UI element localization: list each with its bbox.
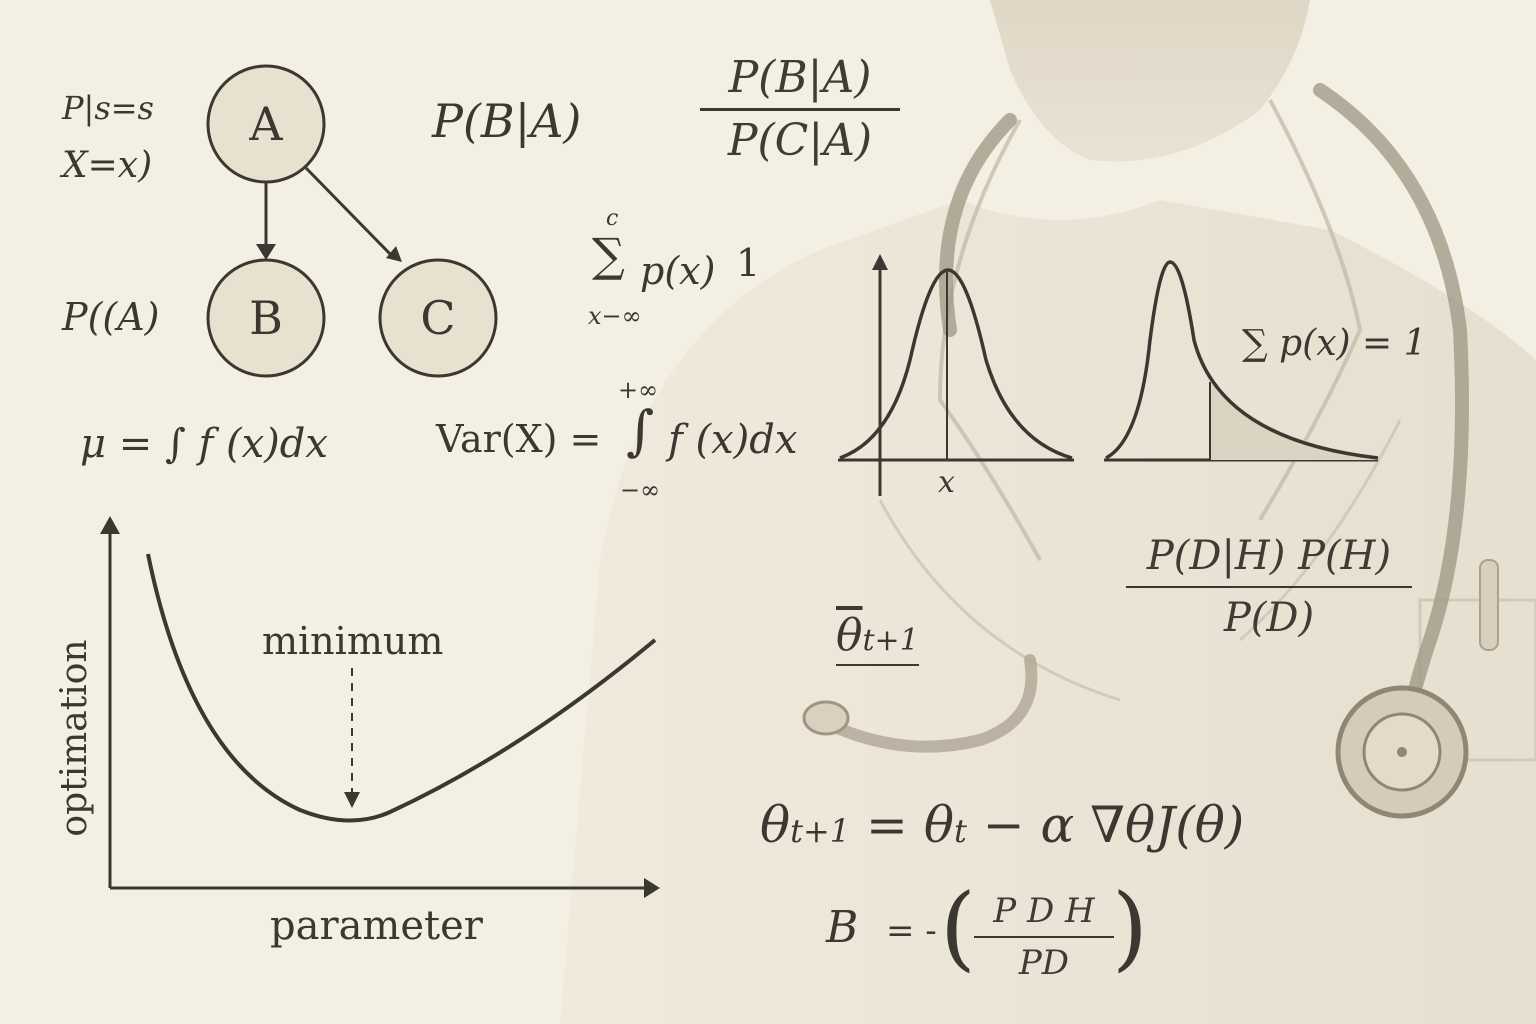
probability-ratio: P(B|A) P(C|A) [700, 56, 900, 163]
skewed-curve [1105, 260, 1379, 460]
normal-curve [839, 268, 1073, 460]
node-a-label: A [249, 97, 283, 151]
variance-lhs: Var(X) = [436, 417, 602, 461]
distribution-axis-label: x [938, 465, 955, 500]
right-paren: ) [1112, 874, 1148, 981]
pen-icon [1479, 559, 1499, 651]
b-formula-equals: = - [886, 911, 937, 951]
b-formula-lhs: B [826, 902, 859, 953]
bayes-network [206, 64, 498, 378]
theta-symbol: θ [836, 610, 863, 661]
node-c [378, 258, 498, 378]
conditional-probability: P(B|A) [432, 94, 582, 148]
sum-equals-one: 1 [736, 241, 761, 285]
node-a [206, 64, 326, 184]
side-label-top-1: P|s=s [62, 89, 154, 127]
stethoscope-earpiece [802, 700, 850, 736]
ratio-denominator: P(C|A) [727, 115, 873, 166]
sum-lower-limit: x−∞ [588, 302, 642, 330]
posterior-numerator: P(D|H) P(H) [1146, 533, 1392, 579]
stethoscope-lower-tube [814, 654, 1038, 753]
posterior-fraction: P(D|H) P(H) P(D) [1126, 536, 1412, 638]
sum-body: p(x) [640, 249, 716, 293]
node-c-label: C [420, 291, 456, 345]
optimization-ylabel: optimation [54, 639, 95, 837]
node-b-label: B [249, 291, 283, 345]
variance-upper-limit: +∞ [618, 376, 659, 404]
integral-symbol: ∫ [626, 399, 655, 462]
theta-subscript: t+1 [862, 623, 919, 658]
variance-lower-limit: −∞ [620, 476, 661, 504]
coat-lapel [878, 419, 1402, 702]
doctor-coat [560, 200, 1536, 1024]
variance-body: f (x)dx [668, 417, 798, 463]
side-label-top-2: X=x) [62, 145, 153, 186]
minimum-annotation: minimum [262, 619, 444, 663]
optimization-xlabel: parameter [270, 903, 483, 949]
ratio-numerator: P(B|A) [728, 52, 872, 103]
distribution-plot-skewed [1104, 260, 1379, 462]
b-denominator: PD [1018, 943, 1070, 983]
distribution-plot-normal [838, 254, 1074, 496]
b-numerator: P D H [993, 891, 1095, 931]
fraction-bar [974, 936, 1114, 938]
theta-bar: θt+1 [836, 614, 919, 666]
optimization-plot [100, 516, 660, 898]
sum-symbol: ∑ [592, 228, 625, 282]
b-formula-fraction: P D H PD [974, 894, 1114, 980]
doctor-neck [990, 0, 1310, 162]
tail-shaded-area [1210, 380, 1378, 460]
sum-upper-limit: c [606, 206, 619, 231]
gradient-descent-update: θt+1 = θt − α ∇θJ(θ) [760, 796, 1245, 854]
loss-curve [146, 553, 657, 823]
left-paren: ( [940, 874, 976, 981]
normalization-formula: ∑ p(x) = 1 [1242, 323, 1427, 364]
fraction-bar [700, 108, 900, 111]
node-b [206, 258, 326, 378]
fraction-bar [1126, 586, 1412, 588]
posterior-denominator: P(D) [1223, 595, 1315, 641]
mean-formula: μ = ∫ f (x)dx [80, 421, 328, 467]
side-label-left-b: P((A) [62, 295, 160, 339]
